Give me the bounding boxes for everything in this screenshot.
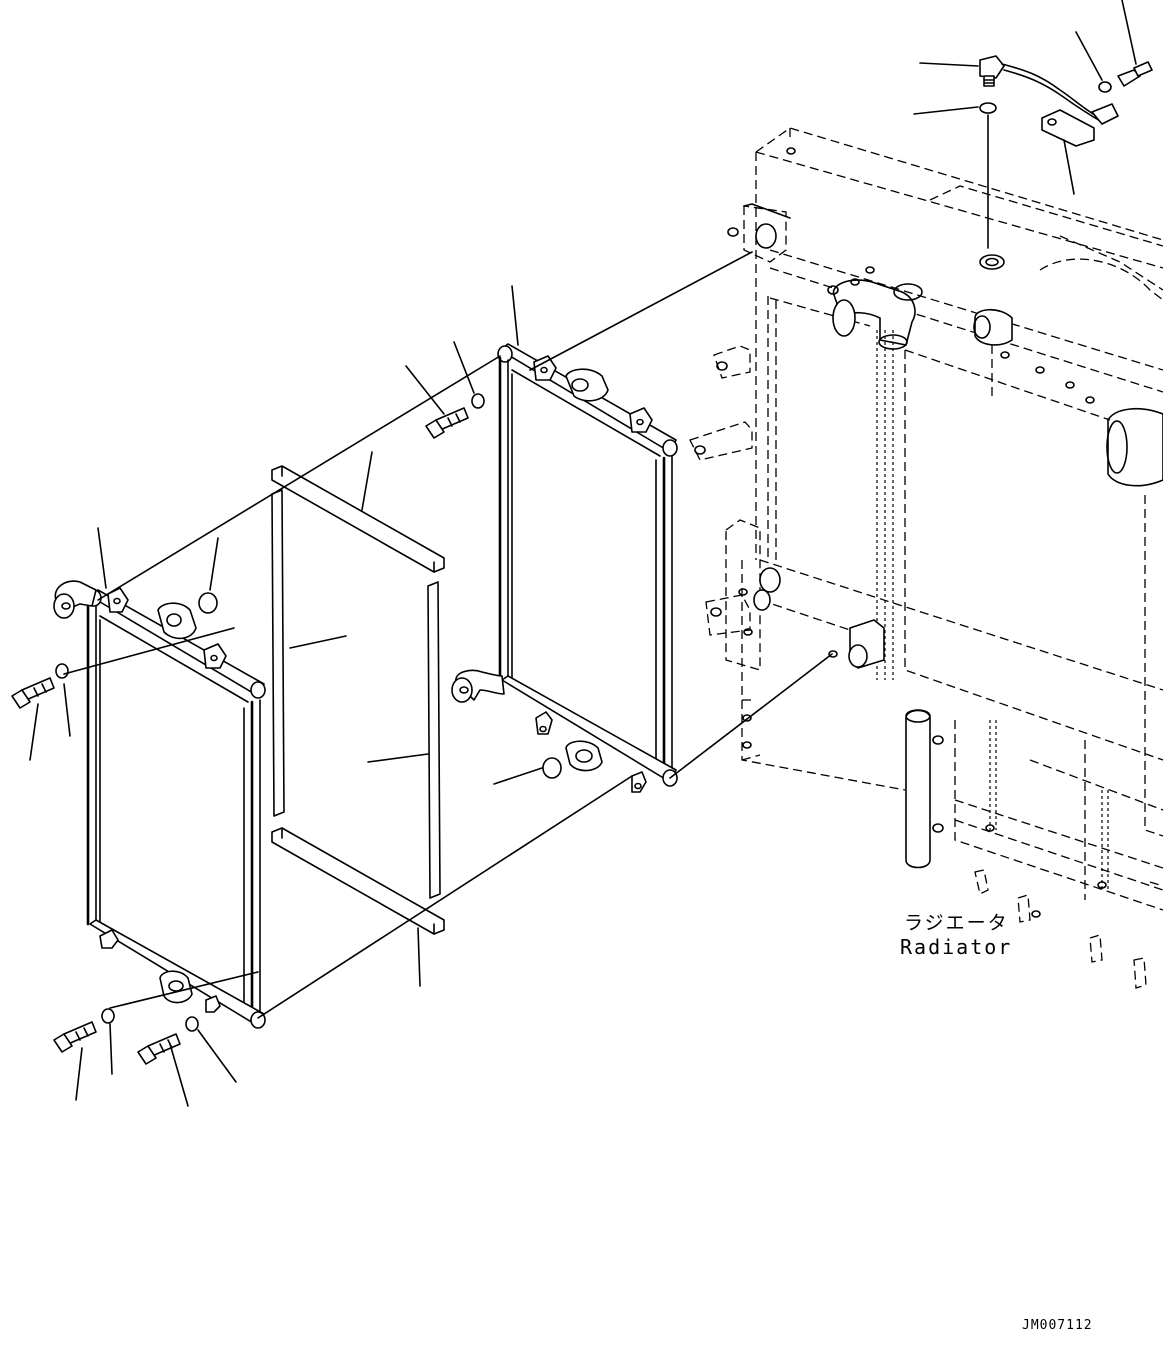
radiator-label-english: Radiator (900, 935, 1013, 959)
oil-cooler (11, 355, 633, 1107)
radiator-label-japanese: ラジエータ (904, 912, 1009, 934)
aftercooler (405, 251, 833, 793)
drawing-code: JM007112 (1022, 1318, 1093, 1333)
sensor-assembly (913, 0, 1153, 249)
seal-strips (271, 451, 445, 987)
radiator-assembly (689, 127, 1163, 989)
